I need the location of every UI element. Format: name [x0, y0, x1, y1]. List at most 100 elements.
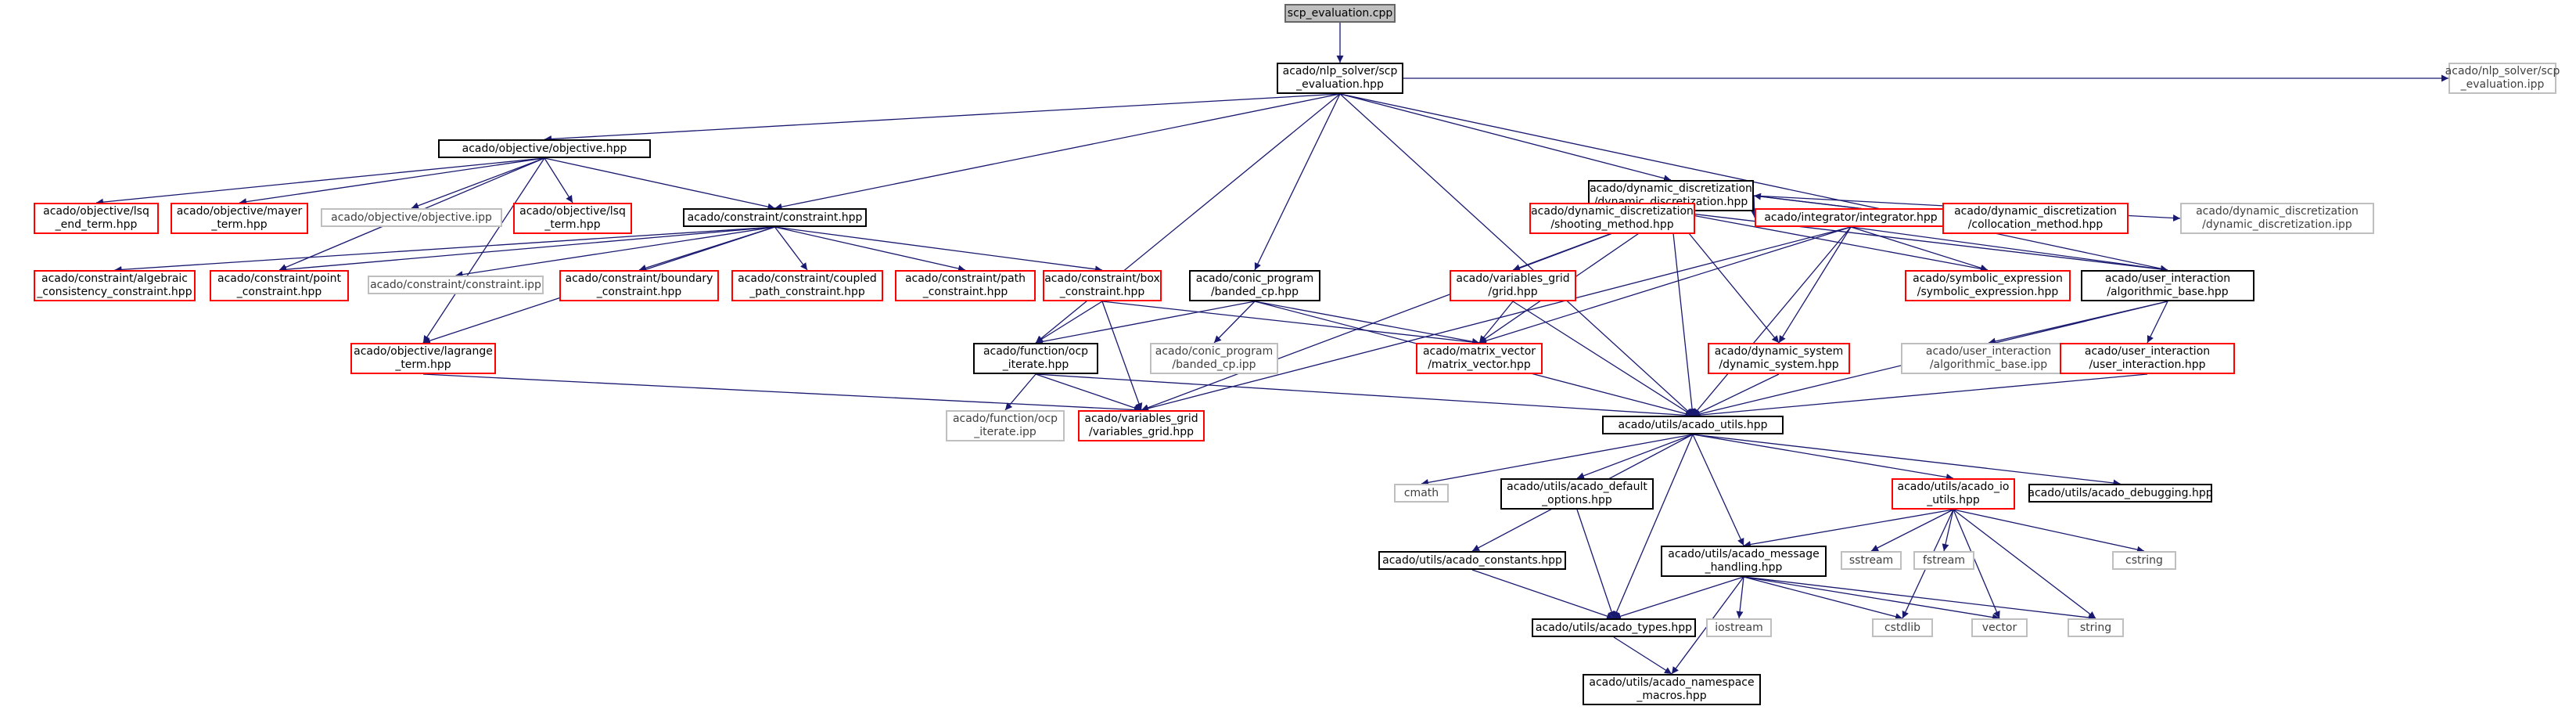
edge-dyn_disc_hpp-to-acado_utils: [1670, 211, 1696, 416]
node-acado-utils[interactable]: acado/utils/acado_utils.hpp: [1602, 416, 1784, 434]
node-conic[interactable]: acado/conic_program/banded_cp.hpp: [1189, 270, 1320, 301]
edge-types-to-namespace: [1613, 636, 1672, 675]
edge-constraint_hpp-to-coupled: [774, 226, 808, 271]
node-fstream: fstream: [1913, 551, 1974, 570]
edge-acado_utils-to-types: [1613, 434, 1694, 619]
node-label-line: acado/dynamic_discretization: [1954, 205, 2117, 218]
node-label-line: _constraint.hpp: [1059, 286, 1145, 298]
node-label-line: acado/user_interaction: [2084, 345, 2211, 358]
edge-io_utils-to-message: [1743, 509, 1954, 548]
node-objective-hpp[interactable]: acado/objective/objective.hpp: [438, 139, 651, 158]
edge-acado_utils-to-message: [1692, 434, 1744, 546]
node-string: string: [2068, 618, 2124, 637]
node-label-line: _path_constraint.hpp: [749, 286, 865, 298]
edge-scp_hpp-to-ocp_iter_hpp: [1035, 93, 1341, 344]
edge-scp_hpp-to-objective_hpp: [544, 93, 1341, 142]
node-label-line: acado/function/ocp: [952, 413, 1058, 425]
node-label-line: _handling.hpp: [1705, 561, 1783, 574]
edge-io_utils-to-sstream: [1870, 509, 1954, 552]
node-label-line: acado/objective/mayer: [176, 205, 303, 218]
node-label-line: _macros.hpp: [1636, 690, 1707, 702]
node-scp-hpp[interactable]: acado/nlp_solver/scp_evaluation.hpp: [1277, 63, 1403, 94]
node-label-line: acado/constraint/constraint.hpp: [687, 211, 863, 224]
node-label-line: acado/matrix_vector: [1422, 345, 1536, 358]
node-scp-ipp: acado/nlp_solver/scp_evaluation.ipp: [2445, 63, 2560, 94]
edge-box-to-var_grid: [1101, 301, 1143, 411]
edge-io_utils-to-cstring: [1953, 509, 2145, 553]
node-label-line: /symbolic_expression.hpp: [1917, 286, 2059, 298]
node-label-line: acado/constraint/box: [1044, 272, 1160, 285]
edge-scp_hpp-to-acado_utils: [1339, 93, 1694, 416]
node-algo-base-ipp: acado/user_interaction/algorithmic_base.…: [1901, 343, 2076, 374]
node-ocp-iter-ipp: acado/function/ocp_iterate.ipp: [946, 410, 1065, 441]
node-label-line: acado/utils/acado_io: [1897, 481, 2010, 493]
node-label-line: /dynamic_discretization.ipp: [2202, 218, 2352, 231]
node-label-line: acado/utils/acado_namespace: [1589, 676, 1755, 689]
node-label-line: acado/utils/acado_constants.hpp: [1382, 553, 1562, 567]
edge-objective_hpp-to-lagrange: [422, 157, 545, 344]
node-label-line: /collocation_method.hpp: [1967, 218, 2104, 231]
node-ocp-iter-hpp[interactable]: acado/function/ocp_iterate.hpp: [973, 343, 1098, 374]
node-label-line: string: [2079, 621, 2112, 634]
edge-message-to-string: [1743, 576, 2096, 622]
node-label-line: cstdlib: [1884, 621, 1921, 634]
node-label-line: /algorithmic_base.hpp: [2107, 286, 2229, 298]
node-default-options[interactable]: acado/utils/acado_default_options.hpp: [1500, 478, 1654, 510]
node-label-line: fstream: [1923, 553, 1965, 567]
node-label-line: cstring: [2125, 553, 2163, 567]
node-types[interactable]: acado/utils/acado_types.hpp: [1532, 618, 1696, 637]
edge-algo_base_hpp-to-user_interaction: [2147, 301, 2168, 344]
edge-dyn_disc_hpp-to-algo_base_hpp: [1670, 211, 2168, 273]
node-algo-base-hpp[interactable]: acado/user_interaction/algorithmic_base.…: [2081, 270, 2254, 301]
edge-dyn_disc_hpp-to-var_grid: [1141, 211, 1672, 412]
node-label-line: _iterate.ipp: [974, 426, 1037, 438]
node-constants[interactable]: acado/utils/acado_constants.hpp: [1378, 551, 1566, 570]
node-var-grid-grid: acado/variables_grid/grid.hpp: [1450, 270, 1576, 301]
node-message[interactable]: acado/utils/acado_message_handling.hpp: [1661, 546, 1827, 577]
edge-objective_hpp-to-lsq_end: [95, 157, 545, 206]
node-label-line: _options.hpp: [1542, 494, 1612, 506]
node-label-line: acado/user_interaction: [1925, 345, 2052, 358]
node-var-grid: acado/variables_grid/variables_grid.hpp: [1078, 410, 1205, 441]
node-root[interactable]: scp_evaluation.cpp: [1284, 4, 1396, 23]
edge-acado_utils-to-cmath: [1421, 434, 1694, 486]
node-label-line: _evaluation.ipp: [2460, 78, 2545, 91]
node-label-line: sstream: [1848, 553, 1894, 567]
node-boundary: acado/constraint/boundary_constraint.hpp: [559, 270, 719, 301]
node-label-line: _constraint.hpp: [236, 286, 322, 298]
edge-box-to-ocp_iter_hpp: [1035, 301, 1103, 344]
edge-acado_utils-to-default_options: [1576, 434, 1694, 480]
node-objective-ipp: acado/objective/objective.ipp: [321, 208, 502, 227]
edge-conic-to-ocp_iter_hpp: [1035, 301, 1256, 345]
node-label-line: acado/dynamic_discretization: [2196, 205, 2359, 218]
node-label-line: _utils.hpp: [1927, 494, 1980, 506]
edge-integrator-to-acado_utils: [1692, 226, 1852, 416]
node-label-line: acado/nlp_solver/scp: [1282, 65, 1398, 77]
edge-acado_utils-to-debugging: [1692, 434, 2121, 487]
node-mayer: acado/objective/mayer_term.hpp: [171, 203, 308, 234]
node-label-line: /shooting_method.hpp: [1550, 218, 1674, 231]
node-namespace[interactable]: acado/utils/acado_namespace_macros.hpp: [1583, 674, 1761, 705]
node-user-interaction: acado/user_interaction/user_interaction.…: [2060, 343, 2235, 374]
node-path: acado/constraint/path_constraint.hpp: [895, 270, 1036, 301]
node-label-line: iostream: [1715, 621, 1763, 634]
edge-objective_hpp-to-constraint_hpp: [544, 157, 775, 211]
node-box: acado/constraint/box_constraint.hpp: [1043, 270, 1162, 301]
node-collocation: acado/dynamic_discretization/collocation…: [1942, 203, 2129, 234]
edge-constraint_hpp-to-point: [278, 226, 775, 273]
node-label-line: _consistency_constraint.hpp: [37, 286, 192, 298]
node-cstring: cstring: [2112, 551, 2176, 570]
node-symbolic: acado/symbolic_expression/symbolic_expre…: [1905, 270, 2071, 301]
edge-integrator-to-var_grid: [1141, 226, 1852, 413]
node-lsq-end: acado/objective/lsq_end_term.hpp: [34, 203, 159, 234]
node-debugging[interactable]: acado/utils/acado_debugging.hpp: [2028, 484, 2213, 503]
node-coupled: acado/constraint/coupled_path_constraint…: [731, 270, 883, 301]
node-label-line: acado/objective/lsq: [43, 205, 149, 218]
node-label-line: acado/constraint/algebraic: [41, 272, 189, 285]
node-label-line: _iterate.hpp: [1002, 358, 1069, 371]
node-label-line: acado/objective/lsq: [519, 205, 626, 218]
node-constraint-hpp[interactable]: acado/constraint/constraint.hpp: [683, 208, 867, 227]
node-label-line: _term.hpp: [395, 358, 451, 371]
